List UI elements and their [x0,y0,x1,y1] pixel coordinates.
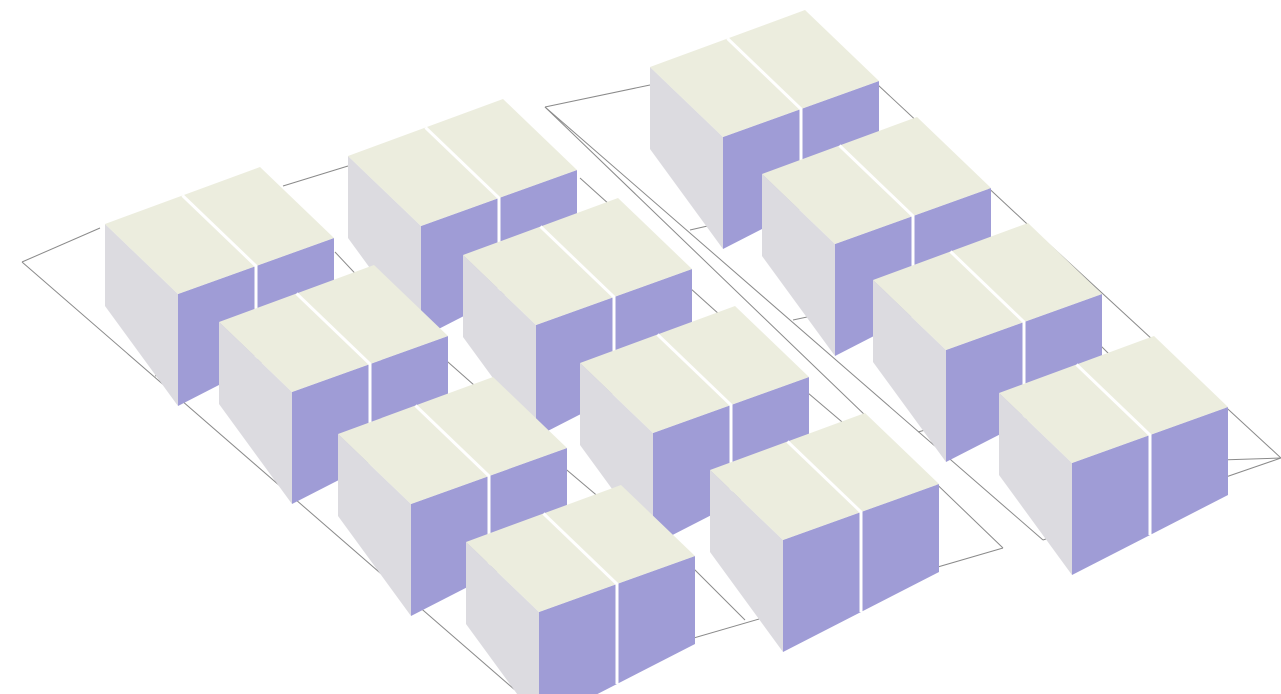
building-side-face [338,434,411,616]
unit-divider [542,512,619,684]
building-block [873,223,1102,462]
building-side-face [466,542,539,694]
building-block [710,413,939,652]
building-side-face [105,224,178,406]
buildings [105,10,1228,694]
lot-line [21,261,516,691]
lot-line [689,564,746,621]
building-side-face [219,322,292,504]
building-block [999,336,1228,575]
building-side-face [348,156,421,338]
building-side-face [873,280,946,462]
lot-line [21,227,101,263]
building-block [338,377,567,616]
lot-line [544,106,1044,541]
lot-line [1219,457,1281,461]
building-side-face [710,470,783,652]
lot-line [544,84,651,108]
building-block [466,485,695,694]
unit-divider [786,440,863,612]
lot-line [282,165,349,187]
unit-divider [1075,363,1152,535]
building-side-face [463,255,536,437]
building-side-face [762,174,835,356]
building-side-face [650,67,723,249]
building-side-face [999,393,1072,575]
building-block [219,265,448,504]
